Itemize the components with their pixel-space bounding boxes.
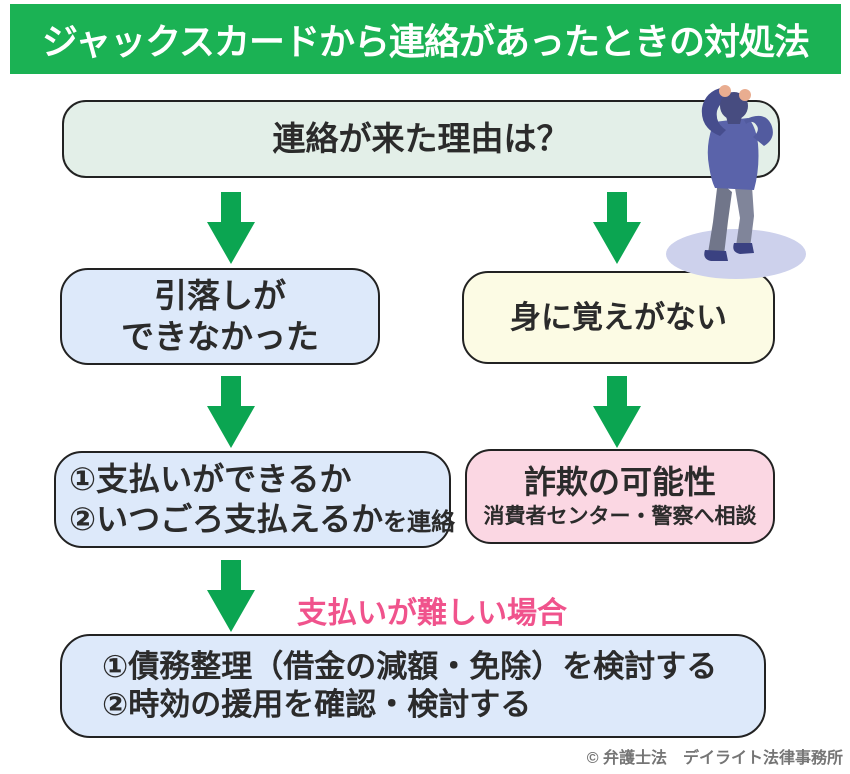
contact-plan-line2-suffix: を連絡 (383, 508, 456, 536)
contact-plan-line2-main: ②いつごろ支払えるか (69, 500, 384, 537)
down-arrow-icon (593, 192, 641, 264)
copyright-text: © 弁護士法 デイライト法律事務所 (586, 750, 843, 767)
down-arrow-icon (207, 376, 255, 448)
flow-box-no-recollection: 身に覚えがない (462, 271, 775, 364)
down-arrow-icon (207, 560, 255, 632)
page-title: ジャックスカードから連絡があったときの対処法 (10, 4, 841, 74)
no-recollection-text: 身に覚えがない (510, 299, 727, 335)
fraud-subtext: 消費者センター・警察へ相談 (483, 505, 757, 529)
down-arrow-icon (593, 376, 641, 448)
flow-box-contact-plan: ①支払いができるか ②いつごろ支払えるかを連絡 (54, 451, 455, 548)
contact-plan-line2: ②いつごろ支払えるかを連絡 (69, 500, 455, 539)
flow-box-question: 連絡が来た理由は？ (62, 100, 780, 178)
payment-failed-line2: できなかった (121, 317, 319, 355)
down-arrow-glyph (207, 376, 255, 448)
flow-box-fraud-possibility: 詐欺の可能性 消費者センター・警察へ相談 (465, 449, 775, 544)
worried-person-illustration (664, 84, 820, 282)
worried-person-icon (666, 85, 806, 279)
flow-box-debt-options: ①債務整理（借金の減額・免除）を検討する ②時効の援用を確認・検討する (60, 634, 766, 738)
flow-box-payment-failed: 引落しが できなかった (60, 268, 380, 365)
question-text: 連絡が来た理由は？ (272, 119, 570, 157)
payment-failed-line1: 引落しが (154, 277, 286, 315)
fraud-title: 詐欺の可能性 (523, 464, 716, 501)
down-arrow-glyph (207, 192, 255, 264)
down-arrow-icon (207, 192, 255, 264)
down-arrow-glyph (207, 560, 255, 632)
down-arrow-glyph (593, 192, 641, 264)
contact-plan-line1: ①支払いができるか (69, 461, 352, 498)
condition-label-payment-difficult: 支払いが難しい場合 (297, 597, 567, 630)
debt-options-line1: ①債務整理（借金の減額・免除）を検討する (102, 649, 718, 685)
down-arrow-glyph (593, 376, 641, 448)
debt-options-line2: ②時効の援用を確認・検討する (102, 687, 532, 722)
